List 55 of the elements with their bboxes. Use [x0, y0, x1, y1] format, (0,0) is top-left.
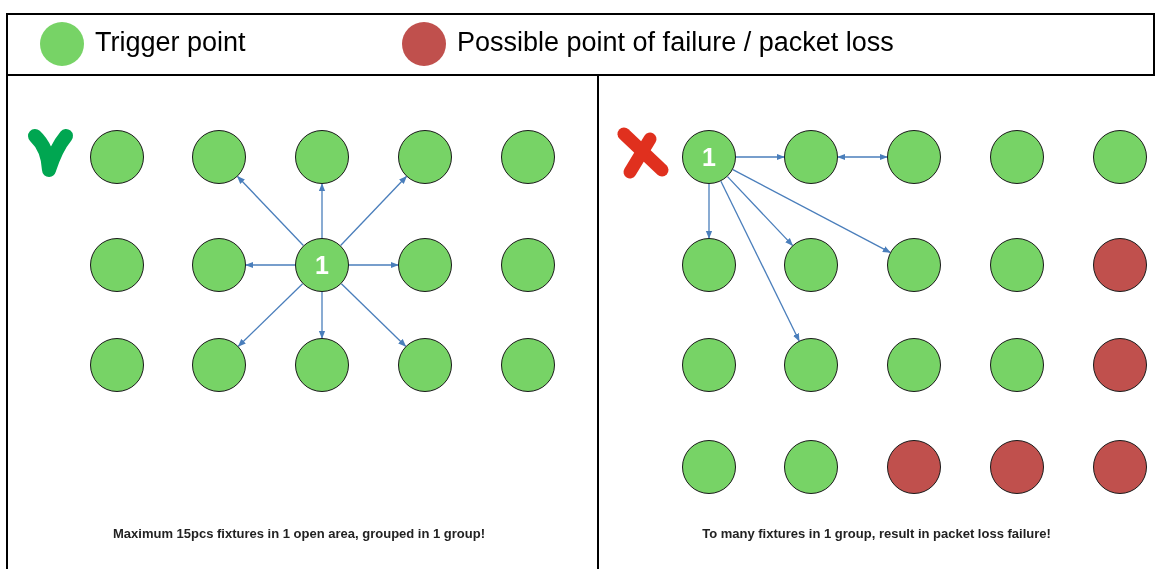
- fixture-circle: [398, 338, 452, 392]
- fixture-circle: [887, 130, 941, 184]
- legend-label: Possible point of failure / packet loss: [457, 27, 894, 58]
- fixture-circle: [887, 338, 941, 392]
- fixture-circle: [682, 440, 736, 494]
- fixture-circle: [990, 130, 1044, 184]
- fixture-circle: [784, 338, 838, 392]
- fixture-circle: [990, 440, 1044, 494]
- caption-text: Maximum 15pcs fixtures in 1 open area, grouped in 1 group!: [112, 526, 486, 541]
- fixture-circle: [501, 338, 555, 392]
- fixture-circle: [192, 238, 246, 292]
- fixture-circle: [990, 238, 1044, 292]
- fixture-circle: [295, 338, 349, 392]
- node-number: 1: [315, 250, 329, 280]
- fixture-circle: [990, 338, 1044, 392]
- fixture-circle: [398, 238, 452, 292]
- fixture-circle: [192, 130, 246, 184]
- arrow: [340, 283, 407, 347]
- fixture-circle: [887, 440, 941, 494]
- fixture-circle: [295, 130, 349, 184]
- legend-label: Trigger point: [95, 27, 246, 58]
- fixture-circle: [1093, 238, 1147, 292]
- arrow: [348, 261, 399, 269]
- fixture-circle: [784, 238, 838, 292]
- fixture-circle: [1093, 130, 1147, 184]
- arrow: [726, 175, 794, 247]
- fixture-circle: [887, 238, 941, 292]
- arrow: [318, 183, 326, 239]
- arrow: [245, 261, 296, 269]
- fixture-circle: [90, 130, 144, 184]
- fixture-circle: [398, 130, 452, 184]
- fixture-circle: [501, 130, 555, 184]
- arrow: [237, 283, 304, 347]
- caption-text: To many fixtures in 1 group, result in packet loss failure!: [701, 526, 1052, 541]
- node-number: 1: [702, 142, 716, 172]
- arrow: [339, 175, 408, 247]
- fixture-circle: [682, 238, 736, 292]
- fixture-circle: [90, 238, 144, 292]
- fixture-circle: [1093, 338, 1147, 392]
- fixture-circle: [501, 238, 555, 292]
- arrow: [735, 153, 785, 161]
- arrow: [318, 291, 326, 339]
- arrow: [732, 168, 891, 254]
- arrow: [837, 153, 888, 161]
- arrow: [705, 183, 713, 239]
- fixture-circle: [784, 440, 838, 494]
- fixture-circle: [784, 130, 838, 184]
- arrow: [720, 180, 800, 342]
- fixture-circle: [90, 338, 144, 392]
- fixture-circle: [682, 338, 736, 392]
- arrow: [236, 175, 305, 247]
- numbered-circle: [295, 238, 349, 292]
- fixture-circle: [1093, 440, 1147, 494]
- fixture-circle: [192, 338, 246, 392]
- numbered-circle: [682, 130, 736, 184]
